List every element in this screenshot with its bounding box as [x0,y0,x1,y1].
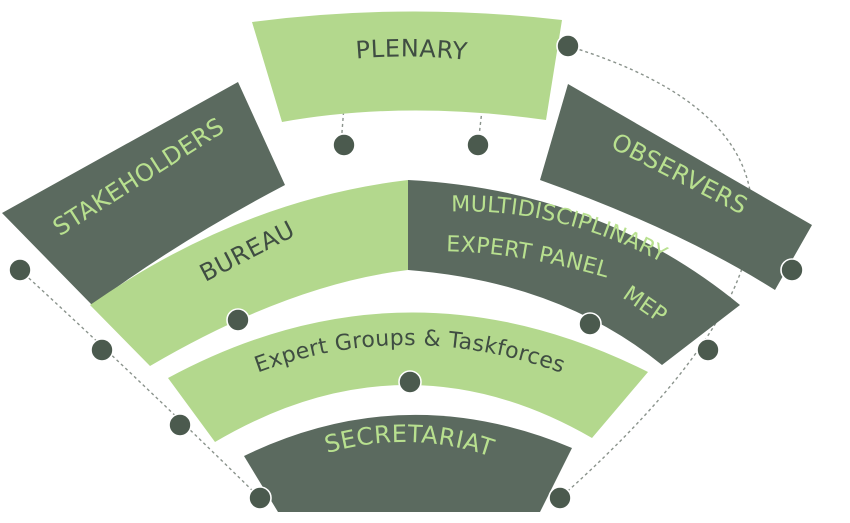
connector-dot [168,413,192,437]
connector-line-left [19,269,261,499]
label-plenary-text: PLENARY [355,34,469,65]
sector-observers[interactable] [540,84,812,290]
sector-plenary[interactable] [252,11,562,122]
connector-dots [8,34,804,510]
connector-dot [466,133,490,157]
sector-bureau[interactable] [90,180,408,366]
connector-dot [226,308,250,332]
connector-dot [332,133,356,157]
connector-dot [248,486,272,510]
sector-stakeholders[interactable] [2,82,285,305]
connector-dot [398,370,422,394]
sector-mep[interactable] [408,180,740,365]
label-plenary: PLENARY [355,34,469,65]
connector-dot [90,338,114,362]
connector-dot [578,312,602,336]
connector-dot [8,258,32,282]
connector-dot [696,338,720,362]
connector-dot [780,258,804,282]
connector-dot [548,486,572,510]
connector-line-right [559,45,753,499]
connector-dot [556,34,580,58]
sector-secretariat[interactable] [244,414,572,512]
